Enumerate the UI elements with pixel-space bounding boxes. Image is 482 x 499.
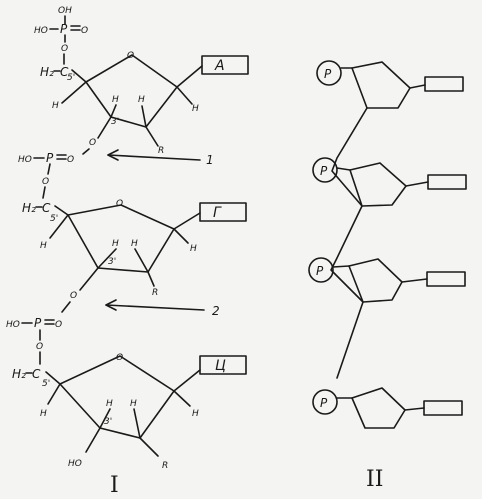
h3b-label: H [138,95,145,105]
numeral-one: I [110,473,119,498]
base-label: Г [213,205,222,221]
r-label: R [158,146,164,156]
top-ho-label: HO [34,26,48,36]
base-box [426,271,466,287]
five-prime-label: 5' [42,379,50,389]
top-phosphate-group: OH HO P O O [34,6,88,65]
o5-label: O [42,177,49,187]
p-label: P [34,316,42,330]
ch2-label: H₂ [12,367,26,381]
top-o-link-label: O [61,44,68,54]
arrow-1-label: 1 [206,153,214,167]
three-prime-label: 3' [104,417,112,427]
h-right-label: H [190,244,197,254]
o5-label: O [36,342,43,352]
base-label: А [214,58,225,74]
base-box [423,400,463,416]
o3-label: O [89,138,96,148]
h-left-label: H [52,101,59,111]
three-prime-label: 3' [111,117,119,127]
h3a-label: H [112,95,119,105]
backbone-line [330,107,368,379]
r-label: R [152,288,158,298]
nucleotide-2: H₂ C 5' O H H 3' H R H Г [22,199,247,298]
p-circle-label: P [320,164,328,178]
three-prime-label: 3' [108,257,116,267]
nucleotide-unit-3: P [308,257,466,303]
h3b-label: H [131,239,138,249]
c5-label: C [42,201,51,215]
c5-label: C [60,65,69,79]
p-label: P [46,151,54,165]
base-box [424,76,464,92]
base-box [201,55,249,75]
nucleotide-unit-1: P [316,60,464,109]
structure-two: P P P P [308,60,467,492]
arrow-1 [107,149,201,161]
phosphodiester-link-1: O HO P O O 1 [18,116,214,199]
arrow-2-label: 2 [212,304,220,318]
h3a-label: H [106,399,113,409]
h3b-label: H [130,399,137,409]
ch2-label: H₂ [22,201,36,215]
ring-o-label: O [116,353,123,363]
nucleotide-unit-2: P [312,157,467,207]
top-p-label: P [60,22,68,36]
ring-o-label: O [127,51,134,61]
r-label: R [162,461,168,471]
nucleotide-1: H₂ C 5' O H H 3' H R H А [40,51,249,156]
base-box [427,174,467,190]
ch2-label: H₂ [40,65,54,79]
nucleotide-unit-4: P [312,387,463,429]
base-label: Ц [215,358,226,374]
base-box [199,202,247,222]
arrow-2 [105,299,205,311]
five-prime-label: 5' [50,214,58,224]
phosphodiester-link-2: O HO P O O 2 [6,267,220,365]
top-o-double-label: O [81,26,88,36]
h3a-label: H [112,239,119,249]
numeral-two: II [366,467,383,492]
base-box [199,355,247,375]
h-left-label: H [40,409,47,419]
h-right-label: H [192,409,199,419]
o-double-label: O [67,155,74,165]
five-prime-label: 5' [67,73,75,83]
top-oh-label: OH [58,6,72,16]
h-right-label: H [192,104,199,114]
o3-label: O [70,291,77,301]
ring-o-label: O [116,199,123,209]
structure-one: OH HO P O O H₂ C 5' O H H 3' H [6,6,249,498]
p-circle-label: P [320,396,328,410]
p-circle-label: P [324,67,332,81]
terminal-ho-label: HO [68,459,82,469]
h-left-label: H [40,241,47,251]
c5-label: C [32,367,41,381]
nucleotide-3: H₂ C 5' O H H 3' H R HO H Ц [12,353,247,471]
ho-label: HO [6,320,20,330]
o-double-label: O [55,320,62,330]
ho-label: HO [18,155,32,165]
p-circle-label: P [316,264,324,278]
